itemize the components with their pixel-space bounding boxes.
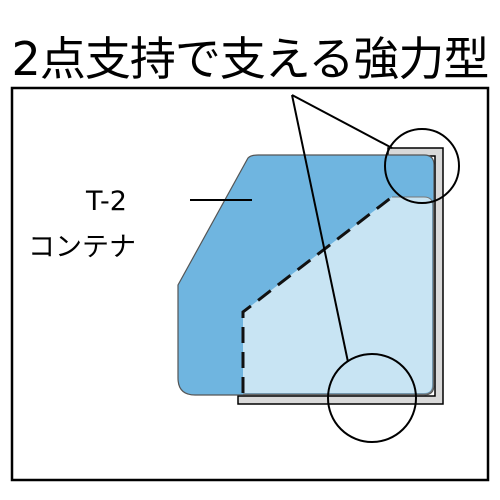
callout-circle-bottom: [327, 353, 417, 443]
container-label-line2: コンテナ: [28, 232, 136, 263]
pointer-line-1: [291, 94, 393, 149]
outer-frame: [10, 86, 490, 482]
dashed-outline: [241, 195, 393, 393]
diagram-title: 2点支持で支える強力型: [11, 32, 490, 86]
callout-circle-top: [384, 128, 460, 204]
container-edge: [243, 196, 434, 395]
container-label-line1: T-2: [85, 186, 127, 217]
container-inner-region: [243, 197, 432, 393]
pointer-line-2: [291, 94, 349, 363]
